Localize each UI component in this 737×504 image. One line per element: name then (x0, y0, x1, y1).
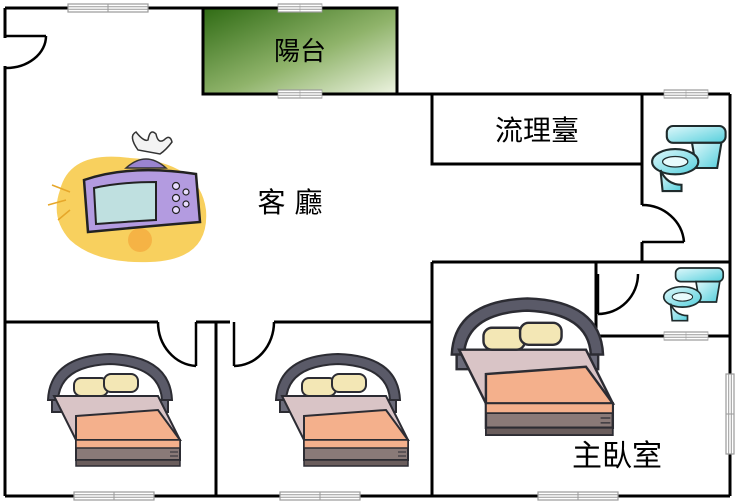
kitchen-label: 流理臺 (495, 114, 579, 147)
window-icon (73, 491, 155, 501)
door-swing-icon (596, 273, 640, 316)
window-icon (725, 373, 735, 455)
door-swing-icon (156, 321, 198, 368)
window-icon (663, 89, 709, 99)
window-icon (537, 491, 619, 501)
balcony-room (201, 6, 399, 96)
bed-icon (47, 353, 181, 467)
window-icon (277, 3, 323, 13)
window-icon (67, 3, 149, 13)
balcony-label: 陽台 (274, 37, 326, 67)
window-icon (663, 331, 709, 341)
bed-icon (275, 353, 409, 467)
window-icon (279, 491, 361, 501)
bed-icon (450, 297, 615, 437)
tv-icon (47, 131, 207, 263)
door-swing-icon (641, 203, 686, 244)
living-room-label: 客 廳 (258, 186, 323, 219)
toilet-icon (662, 267, 725, 322)
toilet-icon (651, 124, 727, 193)
door-swing-icon (232, 321, 276, 368)
master-bedroom-label: 主臥室 (572, 439, 662, 474)
door-swing-icon (4, 34, 48, 70)
window-icon (277, 89, 323, 99)
